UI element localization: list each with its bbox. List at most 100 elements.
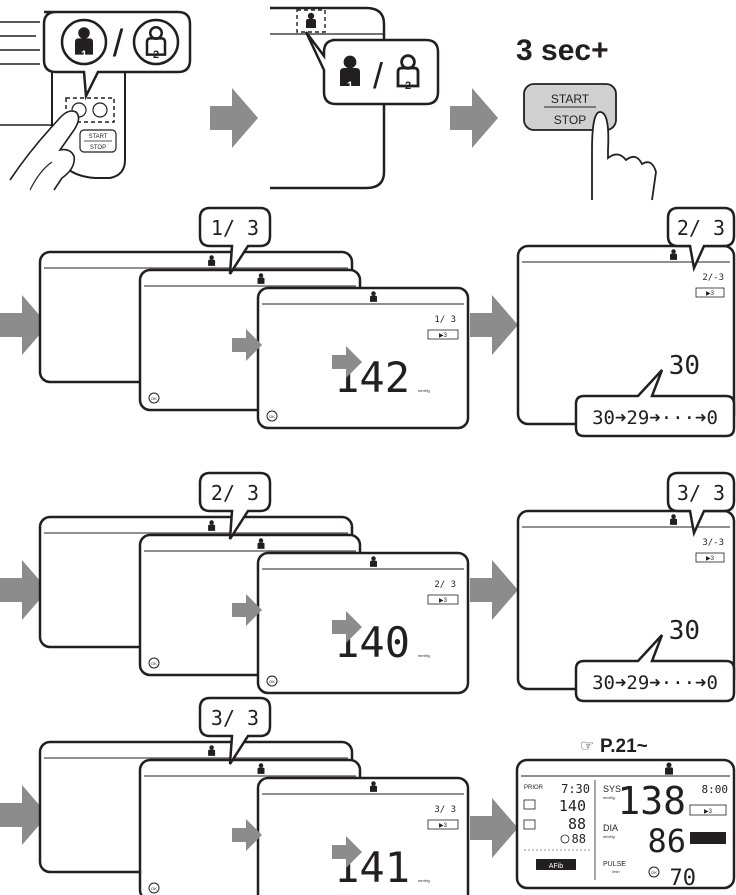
lcd-screen — [256, 551, 470, 695]
measurement-counter: 1/ 3 — [434, 315, 456, 325]
next-counter-callout — [666, 206, 736, 273]
prior-eject-icon — [523, 819, 536, 830]
prior-pulse: 88 — [572, 832, 586, 846]
pressure-unit: mmHg — [418, 878, 430, 883]
arrow-right-icon — [450, 88, 498, 148]
next-label: ▶3 — [439, 598, 448, 604]
user-indicator-highlight — [296, 9, 326, 33]
step3-hold: 3 sec+ START STOP — [516, 34, 657, 201]
current-time: 8:00 — [702, 783, 729, 796]
countdown-sequence: 30➜29➜···➜0 — [592, 407, 718, 429]
page-ref-label: P.21~ — [600, 736, 648, 757]
counter-callout — [198, 471, 272, 540]
countdown-callout — [574, 369, 736, 438]
hold-duration-label: 3 sec+ — [516, 34, 609, 67]
start-label: START — [551, 92, 590, 106]
arrow-right-icon — [470, 798, 518, 858]
step2-slash: / — [373, 55, 383, 96]
user2-small-button[interactable] — [92, 102, 108, 118]
callout-counter: 1/ 3 — [211, 216, 259, 240]
dia-value: 86 — [647, 822, 686, 860]
measurement-rows: 1/ 3▶30mmHg1/ 3▶378mmHgOK1/ 3▶3142mmHgOK… — [0, 206, 736, 895]
sys-label: SYS — [603, 784, 621, 794]
pressure-unit: mmHg — [418, 653, 430, 658]
afib-label: AFib — [549, 863, 564, 870]
next-indicator — [695, 287, 725, 298]
sys-value: 138 — [617, 779, 686, 823]
next-indicator — [427, 329, 459, 340]
measurement-row: 3/ 3▶30mmHg3/ 3▶378mmHgOK3/ 3▶3141mmHgOK… — [0, 696, 470, 895]
callout-next-counter: 3/ 3 — [677, 481, 725, 505]
ok-icon — [648, 866, 660, 878]
arrow-right-icon — [470, 560, 518, 620]
wait-seconds: 30 — [669, 351, 700, 381]
next-label: ▶3 — [704, 809, 713, 815]
ok-label: OK — [651, 870, 657, 875]
pulse-unit: /min — [612, 869, 620, 874]
ok-label: OK — [151, 886, 157, 891]
result-screen — [515, 758, 736, 890]
step2-user2-number: 2 — [405, 80, 411, 92]
measurement-counter: 3/ 3 — [434, 805, 456, 815]
ok-label: OK — [151, 396, 157, 401]
afib-indicator — [536, 859, 576, 870]
arrow-right-icon — [210, 88, 258, 148]
hand-icon — [9, 110, 80, 191]
start-small-label: START — [88, 134, 107, 140]
ok-label: OK — [151, 661, 157, 666]
page-ref-icon: ☞ — [580, 738, 594, 755]
next-indicator — [689, 804, 727, 816]
finger-press-icon — [591, 111, 657, 201]
result-section: ☞ P.21~ PRIOR 7:30 140 88 88 AFib SYS mm… — [470, 736, 736, 891]
next-indicator — [427, 819, 459, 830]
step1-slash: / — [113, 23, 124, 65]
step2-user1-number: 1 — [347, 80, 353, 92]
callout-counter: 3/ 3 — [211, 706, 259, 730]
stop-label: STOP — [554, 113, 586, 127]
countdown-sequence: 30➜29➜···➜0 — [592, 672, 718, 694]
next-label: ▶3 — [439, 333, 448, 339]
blinking-counter: 3/-3 — [702, 538, 724, 548]
countdown-callout — [574, 634, 736, 703]
callout-next-counter: 2/ 3 — [677, 216, 725, 240]
prior-memory-icon — [523, 799, 536, 810]
dia-unit: mmHg — [603, 834, 615, 839]
sys-unit: mmHg — [603, 795, 615, 800]
pressure-unit: mmHg — [418, 388, 430, 393]
ok-icon — [148, 392, 160, 404]
measurement-row: 2/ 3▶30mmHg2/ 3▶378mmHgOK2/ 3▶3140mmHgOK… — [0, 471, 736, 703]
callout-counter: 2/ 3 — [211, 481, 259, 505]
pulse-label: PULSE — [603, 861, 626, 868]
prior-label: PRIOR — [524, 785, 544, 791]
next-label: ▶3 — [706, 291, 715, 297]
ok-label: OK — [269, 414, 275, 419]
counter-callout — [198, 206, 272, 275]
measurement-counter: 2/ 3 — [434, 580, 456, 590]
next-indicator — [427, 594, 459, 605]
lcd-screen — [256, 286, 470, 430]
user-buttons-highlight — [65, 97, 115, 123]
wait-seconds: 30 — [669, 616, 700, 646]
step2-screen: 1 / 2 — [270, 6, 440, 190]
arrow-right-icon — [470, 295, 518, 355]
pulse-value: 70 — [670, 866, 697, 891]
blinking-counter: 2/-3 — [702, 273, 724, 283]
ok-icon — [148, 882, 160, 894]
next-label: ▶3 — [439, 823, 448, 829]
user2-number: 2 — [153, 49, 159, 61]
ok-label: OK — [269, 679, 275, 684]
counter-callout — [198, 696, 272, 765]
next-counter-callout — [666, 471, 736, 538]
lcd-screen — [256, 776, 470, 895]
user1-number: 1 — [81, 49, 87, 61]
ok-icon — [266, 410, 278, 422]
cuff-indicator-icon — [690, 832, 726, 844]
heart-icon — [560, 834, 570, 844]
stop-small-label: STOP — [90, 145, 106, 151]
ok-icon — [148, 657, 160, 669]
next-indicator — [695, 552, 725, 563]
user2-button-icon — [132, 18, 180, 66]
next-label: ▶3 — [706, 556, 715, 562]
step1-device: START STOP 1 / 2 — [0, 10, 192, 191]
